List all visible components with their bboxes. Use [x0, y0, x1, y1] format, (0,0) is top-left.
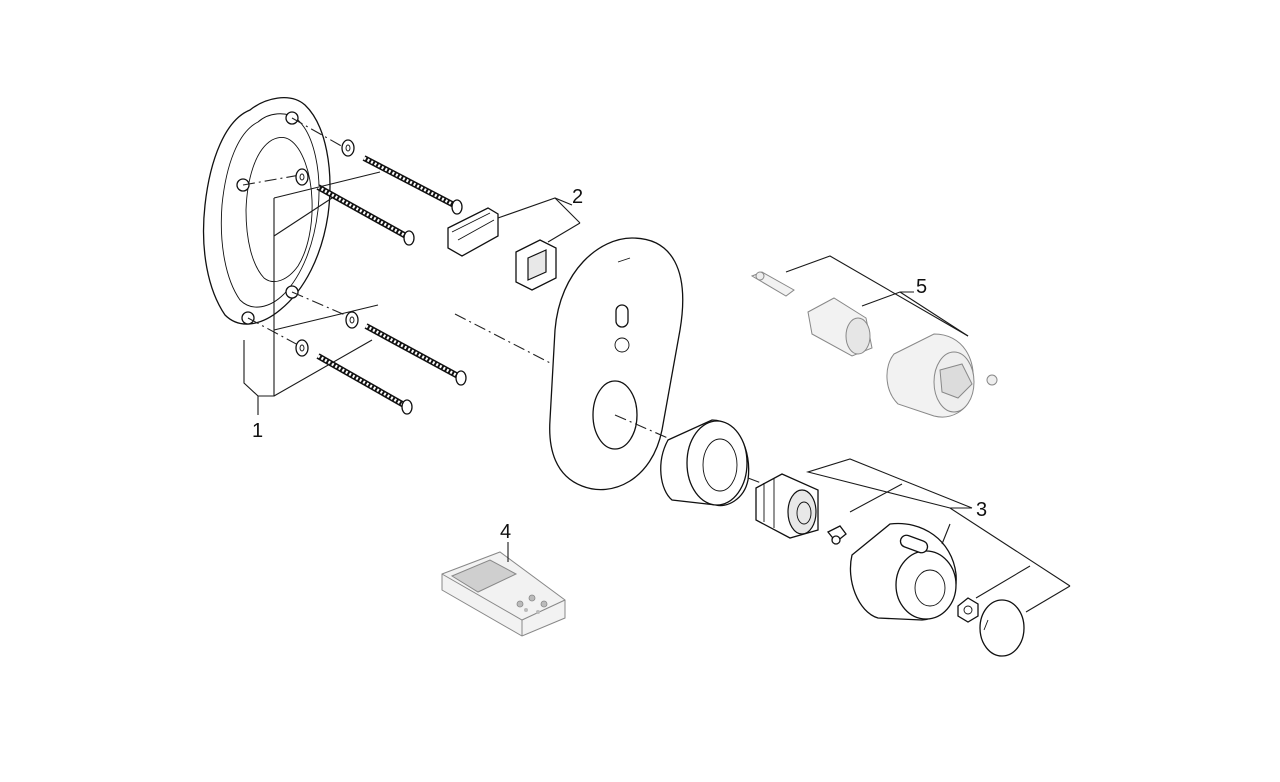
- washers: [295, 139, 359, 357]
- callout-4: 4: [500, 521, 511, 543]
- block-part: [515, 239, 557, 291]
- remote-box: [441, 551, 566, 637]
- cartridge: [755, 473, 819, 539]
- screws: [316, 155, 467, 415]
- small-screw-3: [826, 525, 847, 545]
- callout-2: 2: [572, 186, 583, 208]
- escutcheon-plate: [549, 237, 684, 491]
- sleeve-ring: [660, 419, 750, 507]
- leader-lines-2: [497, 197, 581, 243]
- callout-5: 5: [916, 276, 927, 298]
- handle-knob: [849, 522, 957, 621]
- nut-3: [957, 597, 979, 623]
- callout-3: 3: [976, 499, 987, 521]
- clip-part: [447, 207, 499, 257]
- leader-lines-5: [785, 255, 969, 337]
- leader-lines-1: [243, 171, 381, 415]
- cartridge-assembly-5: [750, 271, 998, 418]
- mounting-frame: [202, 97, 331, 325]
- leader-lines-3: [805, 458, 1071, 613]
- cap-3: [979, 599, 1025, 657]
- callout-1: 1: [252, 420, 263, 442]
